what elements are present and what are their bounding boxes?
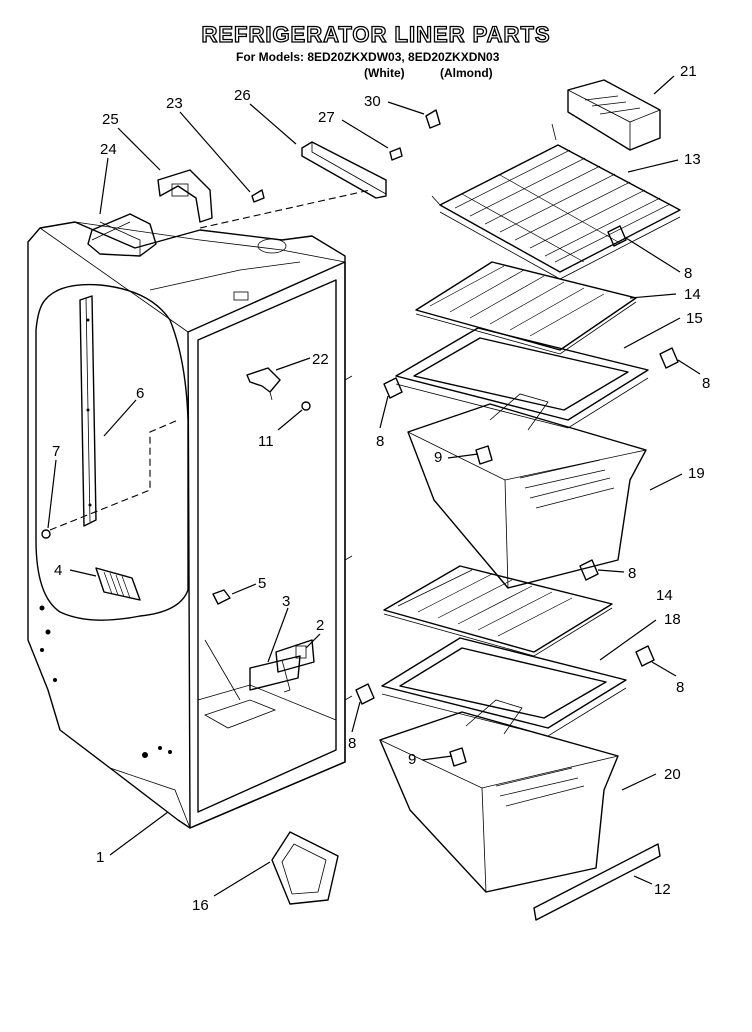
callout-18: 18 bbox=[664, 611, 681, 628]
callout-16: 16 bbox=[192, 897, 209, 914]
screw-27 bbox=[389, 147, 403, 161]
callout-7: 7 bbox=[52, 443, 60, 460]
callout-9b: 9 bbox=[408, 751, 416, 768]
page-title: REFRIGERATOR LINER PARTS bbox=[201, 21, 551, 47]
callout-25: 25 bbox=[102, 111, 119, 128]
callout-21: 21 bbox=[680, 63, 697, 80]
callout-8b: 8 bbox=[702, 375, 710, 392]
trim-strip-12 bbox=[533, 843, 661, 921]
callout-13: 13 bbox=[684, 151, 701, 168]
callout-22: 22 bbox=[312, 351, 329, 368]
screw-7 bbox=[41, 529, 51, 539]
callout-24: 24 bbox=[100, 141, 117, 158]
callout-11: 11 bbox=[258, 433, 274, 450]
clip-5 bbox=[212, 589, 231, 605]
shelf-support-8e bbox=[635, 645, 655, 667]
callout-8e: 8 bbox=[676, 679, 684, 696]
screw-11 bbox=[301, 401, 311, 411]
callout-30: 30 bbox=[364, 93, 381, 110]
shelf-support-8b bbox=[659, 347, 679, 369]
pivot-9a bbox=[475, 445, 493, 465]
vertical-rail bbox=[79, 295, 97, 527]
glass-shelf-14-lower bbox=[383, 565, 613, 657]
crisper-drawer-20 bbox=[379, 711, 619, 893]
variant-white: (White) bbox=[364, 66, 405, 80]
wire-shelf-13 bbox=[431, 123, 681, 280]
callout-1: 1 bbox=[96, 849, 104, 866]
models-line: For Models: 8ED20ZKXDW03, 8ED20ZKXDN03 bbox=[236, 50, 500, 64]
bracket-2 bbox=[275, 639, 315, 673]
callout-20: 20 bbox=[664, 766, 681, 783]
variant-almond: (Almond) bbox=[440, 66, 493, 80]
callout-6: 6 bbox=[136, 385, 144, 402]
clip-30 bbox=[425, 109, 441, 129]
screw-23 bbox=[251, 189, 265, 203]
shelf-support-8a bbox=[607, 225, 627, 247]
shelf-frame-15 bbox=[395, 327, 649, 431]
shelf-support-8d bbox=[579, 559, 599, 581]
callout-19: 19 bbox=[688, 465, 705, 482]
liner-shell bbox=[27, 221, 353, 829]
callout-8c: 8 bbox=[376, 433, 384, 450]
leader-lines bbox=[47, 75, 701, 897]
trim-strip-26 bbox=[301, 141, 387, 199]
control-housing bbox=[87, 213, 157, 257]
bracket-22 bbox=[246, 367, 281, 401]
callout-12: 12 bbox=[654, 881, 671, 898]
callout-23: 23 bbox=[166, 95, 183, 112]
callout-2: 2 bbox=[316, 617, 324, 634]
callout-4: 4 bbox=[54, 562, 62, 579]
pivot-9b bbox=[449, 747, 467, 767]
cover-panel-16 bbox=[271, 831, 339, 905]
callout-27: 27 bbox=[318, 109, 335, 126]
callout-9a: 9 bbox=[434, 449, 442, 466]
callout-8d: 8 bbox=[628, 565, 636, 582]
crisper-drawer-19 bbox=[407, 403, 647, 589]
callout-14a: 14 bbox=[684, 286, 701, 303]
shelf-support-8c bbox=[383, 377, 403, 399]
callout-26: 26 bbox=[234, 87, 251, 104]
door-bin-21 bbox=[567, 79, 661, 151]
callout-8a: 8 bbox=[684, 265, 692, 282]
callout-labels: 1 2 3 4 5 6 7 8 8 8 8 8 8 9 9 11 12 13 1… bbox=[52, 63, 710, 914]
callout-5: 5 bbox=[258, 575, 266, 592]
shelf-frame-18 bbox=[381, 637, 627, 737]
vent-grille bbox=[95, 567, 141, 601]
control-bracket bbox=[157, 169, 213, 223]
callout-15: 15 bbox=[686, 310, 703, 327]
callout-3: 3 bbox=[282, 593, 290, 610]
callout-8f: 8 bbox=[348, 735, 356, 752]
callout-14b: 14 bbox=[656, 587, 673, 604]
bracket-3 bbox=[249, 655, 301, 693]
shelf-support-8f bbox=[355, 683, 375, 705]
